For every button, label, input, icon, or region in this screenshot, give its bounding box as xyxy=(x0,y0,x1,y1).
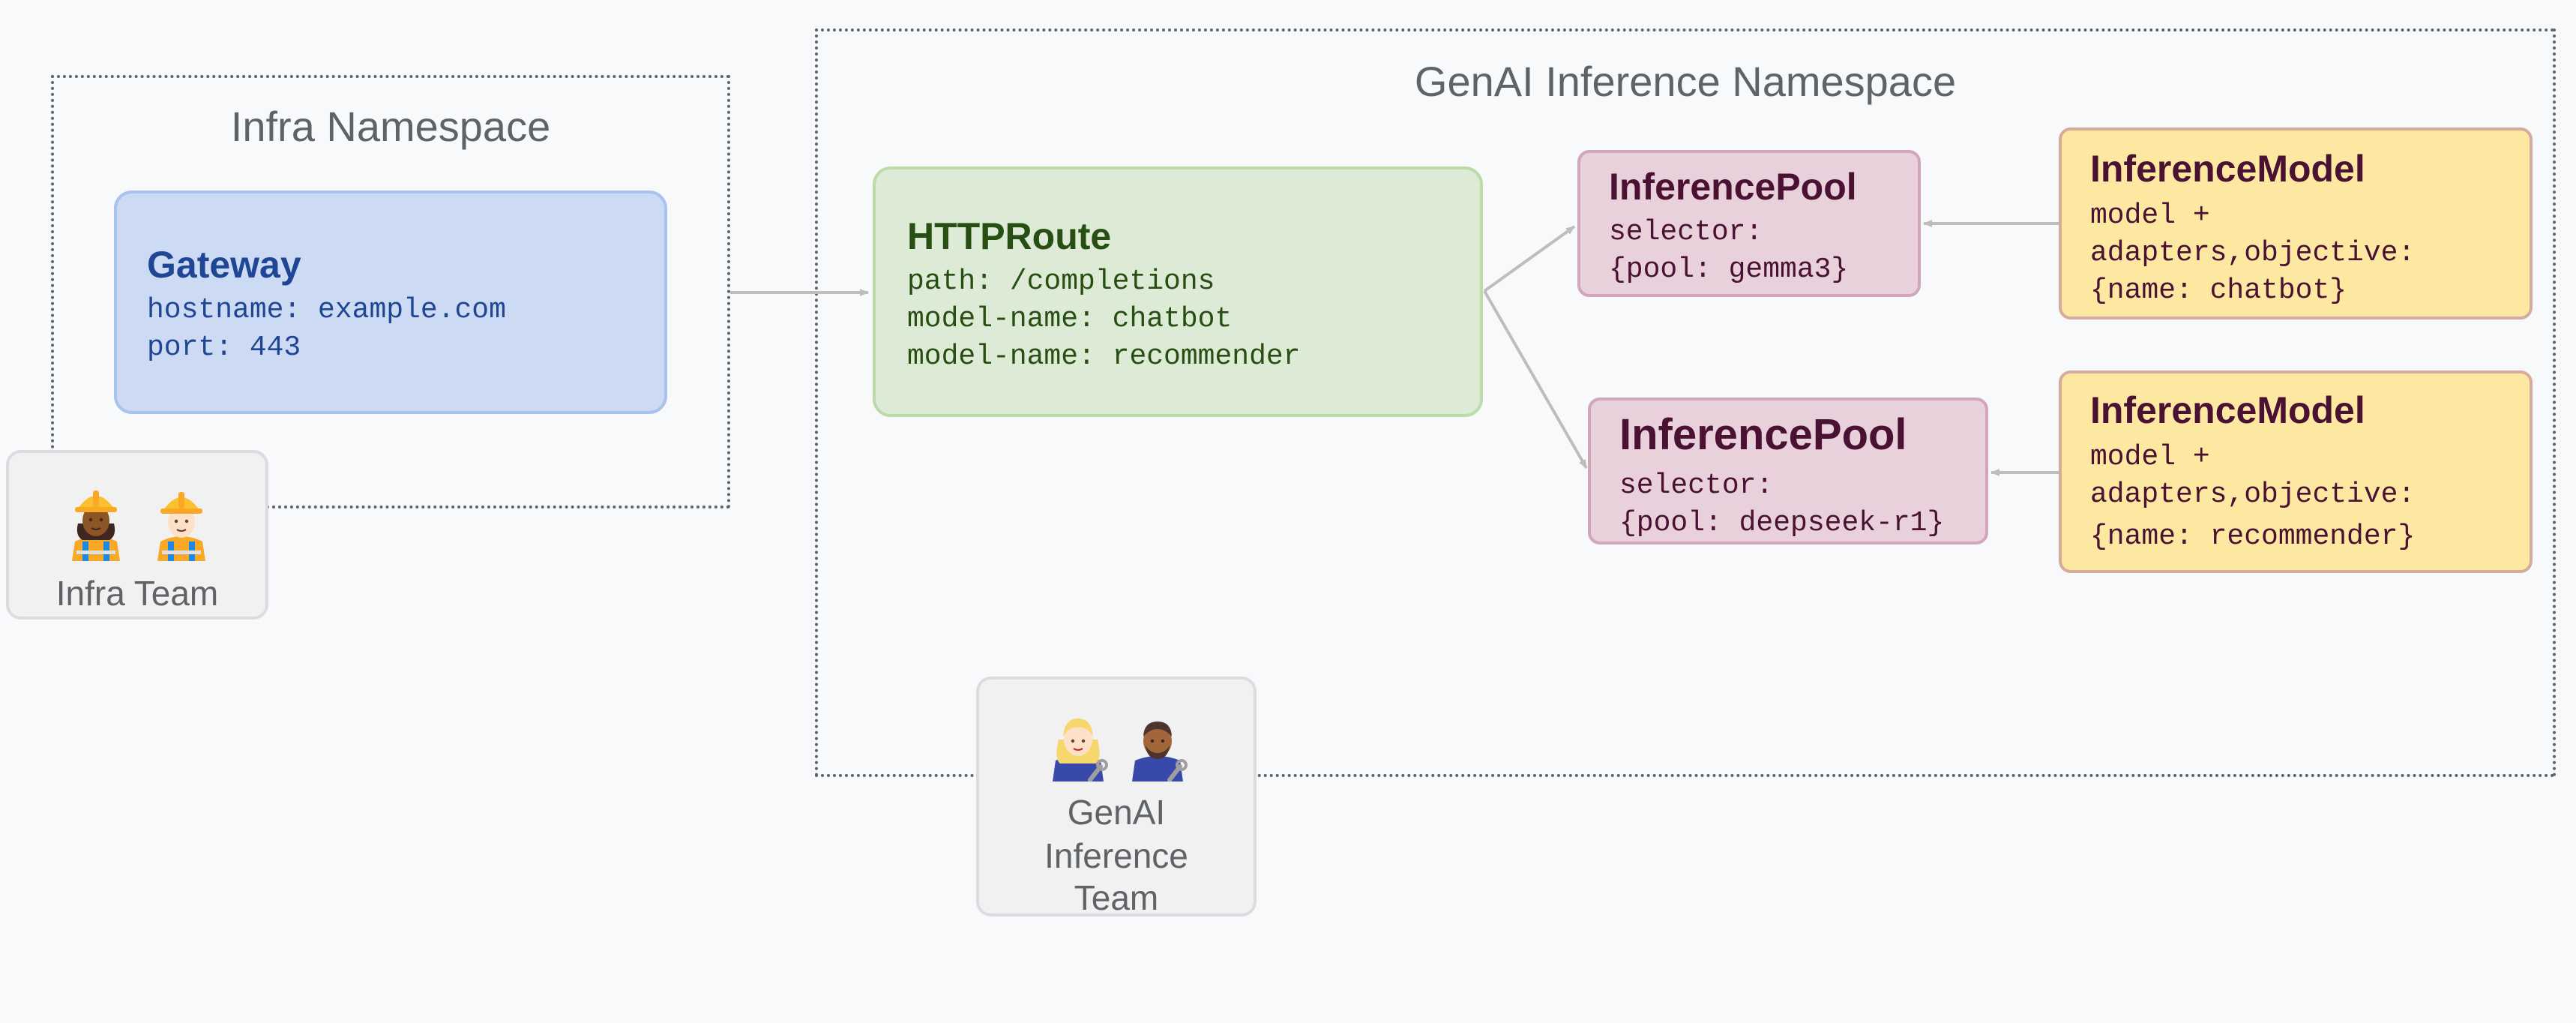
genai-inference-team-card: GenAI Inference Team xyxy=(976,676,1257,917)
genai-team-label-line1: GenAI xyxy=(1067,793,1166,832)
httproute-path: path: /completions xyxy=(907,266,1215,298)
construction-worker-woman-icon xyxy=(72,490,120,561)
inferencemodel-recommender-title: InferenceModel xyxy=(2090,389,2365,431)
inferencepool-deepseek-title: InferencePool xyxy=(1619,410,1907,459)
inferencemodel-chatbot-title: InferenceModel xyxy=(2090,148,2365,190)
infra-namespace-title: Infra Namespace xyxy=(230,103,551,150)
mechanic-woman-icon xyxy=(1053,718,1108,782)
gateway-box: Gateway hostname: example.com port: 443 xyxy=(114,190,667,414)
inferencemodel-chatbot-line1: model + xyxy=(2090,200,2210,232)
inferencepool-deepseek-selector-label: selector: xyxy=(1619,470,1774,502)
infra-team-card: Infra Team xyxy=(6,450,268,620)
genai-team-label-line3: Team xyxy=(1074,878,1159,917)
genai-namespace xyxy=(815,28,2556,777)
gateway-hostname: hostname: example.com xyxy=(147,294,506,326)
inferencemodel-recommender-box: InferenceModel model + adapters,objectiv… xyxy=(2059,370,2533,573)
infra-team-label: Infra Team xyxy=(55,574,219,613)
inferencepool-gemma3-box: InferencePool selector: {pool: gemma3} xyxy=(1577,150,1921,297)
inferencepool-gemma3-title: InferencePool xyxy=(1609,166,1857,208)
inferencemodel-chatbot-box: InferenceModel model + adapters,objectiv… xyxy=(2059,128,2533,320)
genai-namespace-title: GenAI Inference Namespace xyxy=(1414,58,1957,105)
inferencemodel-recommender-line2: adapters,objective: xyxy=(2090,478,2416,511)
inferencemodel-chatbot-line3: {name: chatbot} xyxy=(2090,274,2347,307)
inferencemodel-chatbot-line2: adapters,objective: xyxy=(2090,237,2416,269)
arrow-httproute-to-pool-deepseek xyxy=(1483,290,1588,469)
inferencepool-deepseek-selector-value: {pool: deepseek-r1} xyxy=(1619,507,1945,539)
httproute-model-recommender: model-name: recommender xyxy=(907,340,1301,373)
gateway-title: Gateway xyxy=(147,244,301,286)
arrow-httproute-to-pool-gemma3 xyxy=(1483,225,1576,292)
inferencemodel-recommender-line1: model + xyxy=(2090,441,2210,473)
inferencepool-gemma3-selector-value: {pool: gemma3} xyxy=(1609,254,1849,286)
httproute-model-chatbot: model-name: chatbot xyxy=(907,303,1233,335)
construction-worker-man-icon xyxy=(157,492,205,561)
httproute-box: HTTPRoute path: /completions model-name:… xyxy=(873,166,1483,417)
gateway-port: port: 443 xyxy=(147,332,301,364)
inferencepool-gemma3-selector-label: selector: xyxy=(1609,216,1763,248)
inferencemodel-recommender-line3: {name: recommender} xyxy=(2090,520,2416,553)
inferencepool-deepseek-box: InferencePool selector: {pool: deepseek-… xyxy=(1588,398,1988,544)
genai-team-label-line2: Inference xyxy=(1044,836,1188,875)
httproute-title: HTTPRoute xyxy=(907,215,1112,257)
infra-namespace xyxy=(51,75,730,508)
mechanic-man-icon xyxy=(1132,722,1188,782)
